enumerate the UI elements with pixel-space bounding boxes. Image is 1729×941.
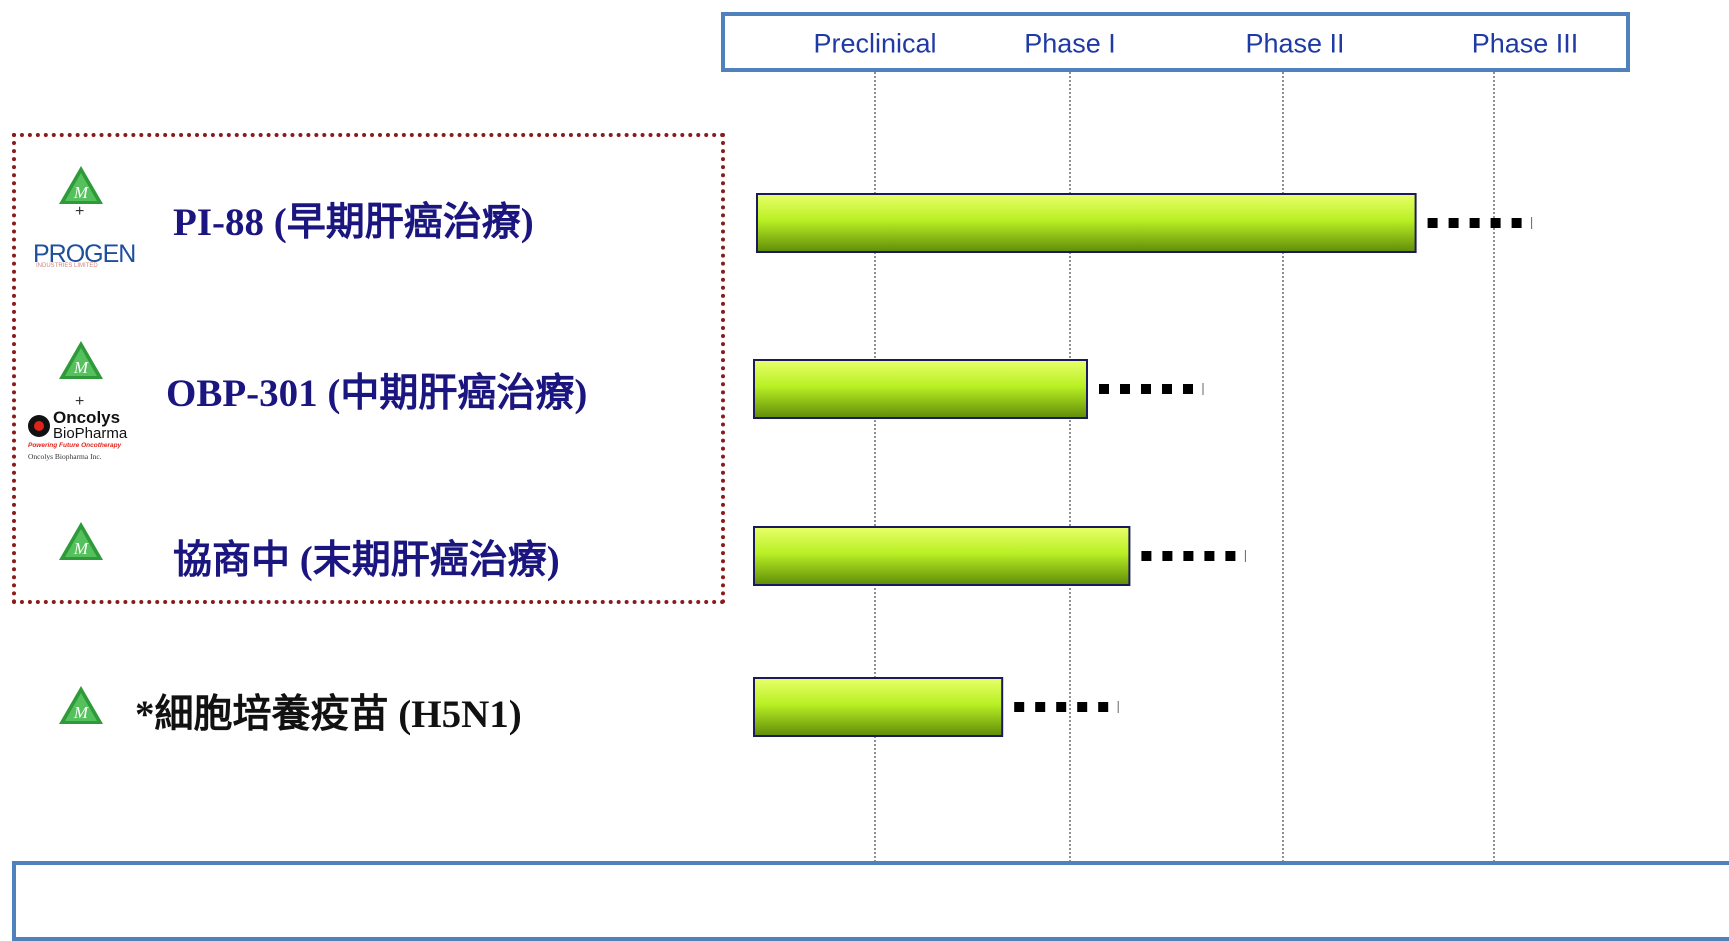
- phase-label-phase-2: Phase II: [1245, 28, 1345, 59]
- phase-label-phase-3: Phase III: [1471, 28, 1579, 59]
- continuation-dot: [1427, 218, 1438, 228]
- phase-label-phase-1: Phase I: [1024, 28, 1116, 59]
- company-m-logo-icon: M: [59, 686, 103, 724]
- continuation-dot: [1511, 218, 1522, 228]
- svg-text:M: M: [73, 183, 89, 202]
- continuation-dot: [1490, 218, 1501, 228]
- bar-0: [756, 193, 1417, 253]
- svg-text:M: M: [73, 358, 89, 377]
- oncolys-name: Oncolys: [53, 408, 121, 427]
- phase-header: [721, 12, 1630, 72]
- continuation-dot: [1448, 218, 1459, 228]
- company-m-logo-icon: M: [59, 522, 103, 560]
- continuation-dot: [1183, 551, 1194, 561]
- bar-3: [753, 677, 1004, 737]
- svg-text:M: M: [73, 703, 89, 722]
- continuation-dot: [1183, 384, 1193, 394]
- oncolys-tagline: Powering Future Oncotherapy: [28, 442, 122, 449]
- continuation-dot: [1141, 384, 1151, 394]
- continuation-dot: [1225, 551, 1236, 561]
- phase-label-preclinical: Preclinical: [813, 28, 937, 59]
- drug-label-obp-301: OBP-301 (中期肝癌治療): [166, 372, 588, 415]
- continuation-dot: [1162, 551, 1173, 561]
- continuation-dot: [1120, 384, 1130, 394]
- continuation-dot: [1162, 384, 1172, 394]
- company-m-logo-icon: M: [59, 166, 103, 204]
- svg-text:M: M: [73, 539, 89, 558]
- continuation-dot: [1099, 384, 1109, 394]
- oncolys-circle-icon: [28, 415, 50, 437]
- continuation-dot: [1469, 218, 1480, 228]
- liver-cancer-candidates-box: [12, 133, 725, 604]
- continuation-dot: [1077, 702, 1088, 712]
- oncolys-biopharma: BioPharma: [53, 425, 128, 442]
- plus-sign: +: [75, 203, 85, 220]
- bar-2: [753, 526, 1131, 586]
- progen-logo: PROGEN: [33, 240, 136, 268]
- bar-1: [753, 359, 1088, 419]
- continuation-dot: [1056, 702, 1067, 712]
- continuation-dot: [1014, 702, 1025, 712]
- continuation-dot: [1204, 551, 1215, 561]
- company-m-logo-icon: M: [59, 341, 103, 379]
- bottom-note-box: [12, 861, 1729, 941]
- continuation-dot: [1141, 551, 1152, 561]
- plus-sign: +: [75, 393, 85, 410]
- drug-label-negotiating: 協商中 (末期肝癌治療): [173, 539, 560, 582]
- continuation-dot: [1098, 702, 1109, 712]
- progen-subtitle: INDUSTRIES LIMITED: [36, 263, 98, 269]
- continuation-dot: [1035, 702, 1046, 712]
- drug-label-pi-88: PI-88 (早期肝癌治療): [173, 201, 534, 244]
- drug-label-h5n1-vaccine: *細胞培養疫苗 (H5N1): [135, 693, 522, 736]
- oncolys-company: Oncolys Biopharma Inc.: [28, 452, 102, 461]
